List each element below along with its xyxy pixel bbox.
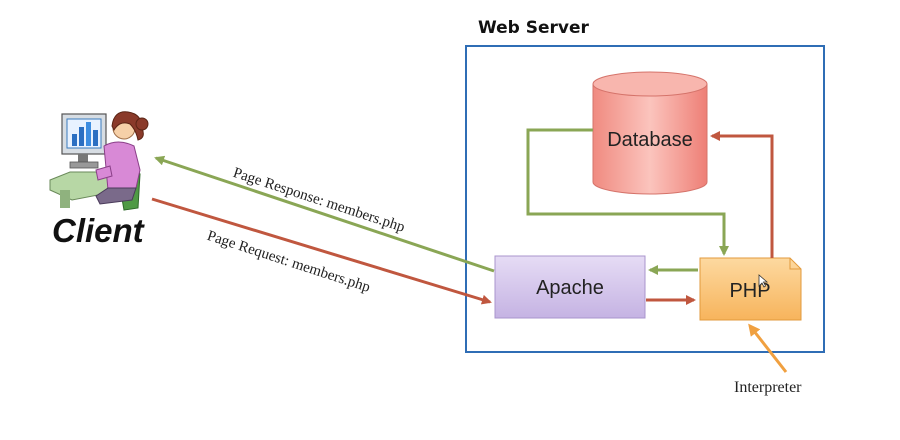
apache-node: Apache	[494, 255, 646, 319]
interpreter-arrow	[748, 323, 788, 373]
php-label: PHP	[729, 280, 770, 302]
database-node: Database	[592, 71, 708, 195]
client-computer-user-icon	[49, 111, 149, 211]
php-node: PHP	[699, 257, 802, 321]
php-to-db-arrow	[710, 131, 774, 258]
mouse-cursor-icon	[758, 274, 769, 288]
web-server-title: Web Server	[478, 18, 589, 38]
apache-label: Apache	[536, 277, 604, 299]
db-to-php-arrow	[526, 128, 729, 256]
client-label: Client	[52, 212, 144, 249]
database-label: Database	[607, 129, 693, 151]
interpreter-label: Interpreter	[734, 379, 802, 396]
response-arrow	[154, 155, 495, 273]
web-server-box	[465, 45, 825, 353]
request-arrow	[151, 197, 492, 305]
